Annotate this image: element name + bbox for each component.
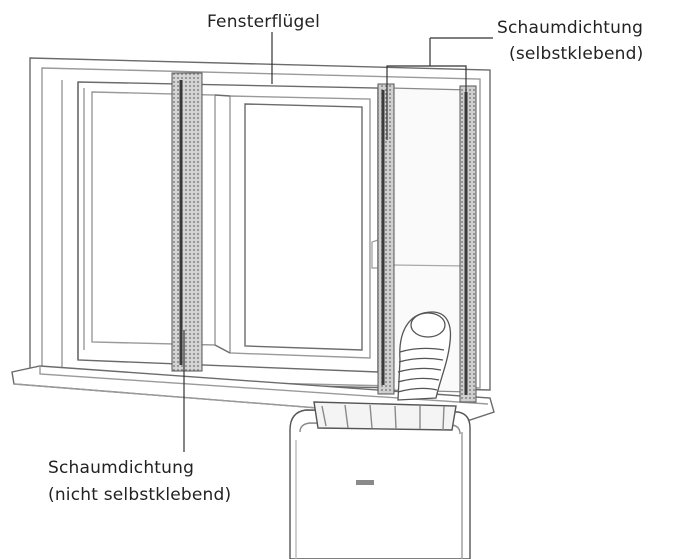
window-sash: [77, 81, 379, 373]
foam-seal-adhesive-right: [459, 85, 477, 403]
label-foam-seal-adhesive: Schaumdichtung: [497, 18, 644, 38]
foam-seal-adhesive-left: [377, 83, 395, 395]
label-foam-seal-nonadhesive-note: (nicht selbstklebend): [48, 485, 232, 505]
label-window-sash: Fensterflügel: [207, 12, 321, 32]
leader-foam-adhesive: [386, 37, 493, 140]
exhaust-hose: [397, 311, 452, 401]
label-foam-seal-nonadhesive: Schaumdichtung: [48, 458, 195, 478]
foam-seal-nonadhesive: [171, 72, 203, 372]
brand-logo: [356, 480, 374, 485]
label-foam-seal-adhesive-note: (selbstklebend): [509, 44, 644, 64]
portable-ac-unit: [289, 401, 471, 559]
